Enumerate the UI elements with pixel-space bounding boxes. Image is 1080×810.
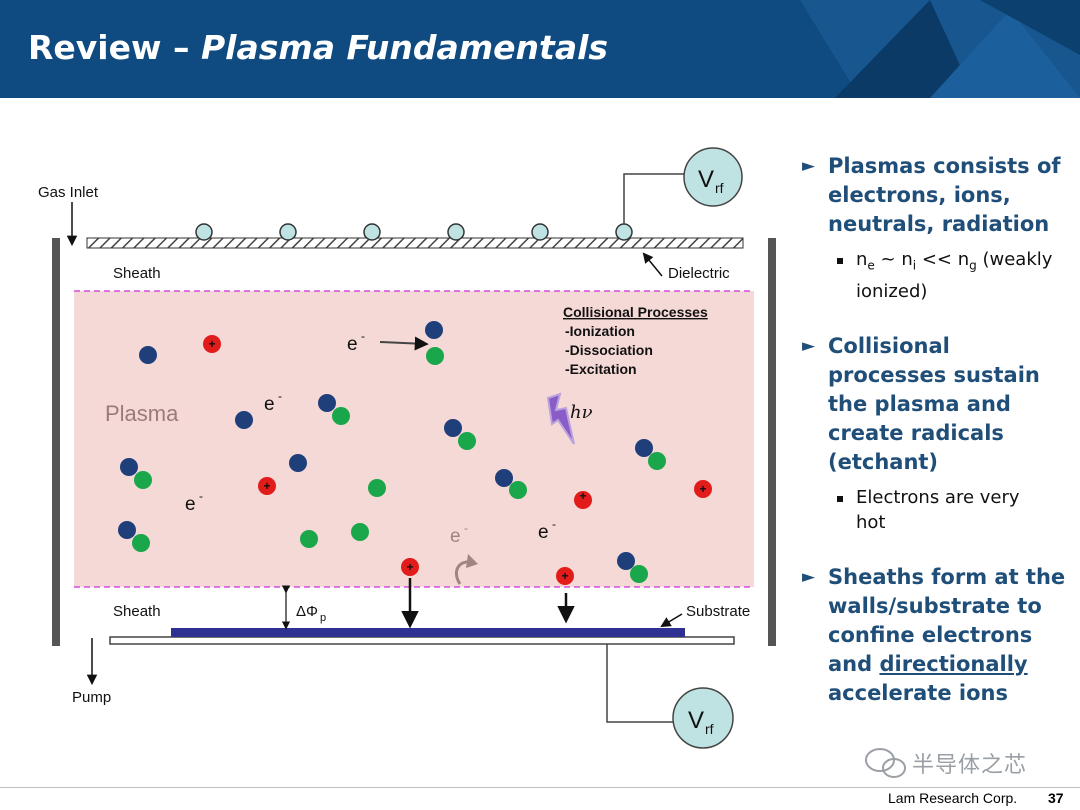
neutral-balls (300, 479, 386, 548)
substrate-plate (171, 628, 685, 637)
electron-label: e (264, 394, 275, 415)
svg-text:-: - (278, 389, 282, 403)
left-wall (52, 238, 60, 646)
hv-label: hν (570, 402, 593, 423)
substrate-label: Substrate (686, 603, 750, 620)
sub-bullet-weakly-ionized: ne ~ ni << ng (weakly ionized) (802, 247, 1072, 304)
pump-label: Pump (72, 689, 111, 706)
bullet-arrow-icon: ► (802, 566, 816, 587)
svg-text:rf: rf (715, 180, 724, 196)
collisional-item: -Ionization (565, 323, 635, 339)
svg-text:p: p (320, 612, 326, 624)
svg-text:-: - (361, 329, 365, 343)
watermark-text: 半导体之芯 (912, 753, 1028, 778)
svg-text:+: + (263, 479, 270, 493)
svg-text:+: + (699, 482, 706, 496)
collisional-item: -Excitation (565, 361, 637, 377)
plasma-region (74, 291, 754, 587)
page-number: 37 (1048, 790, 1064, 806)
vrf-source-bottom (672, 687, 734, 749)
svg-text:-: - (552, 517, 556, 531)
bullet-list: ► Plasmas consists of electrons, ions, n… (802, 152, 1072, 708)
dielectric-label: Dielectric (668, 265, 730, 282)
collisional-item: -Dissociation (565, 342, 653, 358)
footer-divider (0, 787, 1080, 788)
footer-company: Lam Research Corp. (888, 790, 1018, 806)
bullet-plasmas: ► Plasmas consists of electrons, ions, n… (802, 154, 1061, 236)
square-bullet-icon (837, 495, 843, 502)
sheath-bottom-label: Sheath (113, 603, 161, 620)
svg-text:+: + (406, 560, 413, 574)
dielectric-plate (86, 237, 744, 249)
svg-text:V: V (688, 707, 704, 734)
wechat-icon (865, 748, 906, 778)
electron-label: e (538, 522, 549, 543)
electrode-base (109, 636, 735, 645)
bullet-sheaths: ► Sheaths form at the walls/substrate to… (802, 564, 1066, 705)
slide-title: Review – Plasma Fundamentals (28, 28, 609, 67)
svg-text:-: - (464, 521, 468, 535)
vrf-source-top (683, 147, 743, 207)
electron-label: e (347, 334, 358, 355)
svg-text:+: + (579, 489, 586, 503)
electron-label: e (185, 494, 196, 515)
bullet-arrow-icon: ► (802, 156, 816, 176)
svg-text:-: - (199, 489, 203, 503)
sheath-top-label: Sheath (113, 265, 161, 282)
plasma-label: Plasma (105, 401, 179, 426)
gas-inlet-label: Gas Inlet (38, 184, 99, 201)
slide-header: Review – Plasma Fundamentals (0, 0, 1080, 98)
molecule-pairs (118, 321, 666, 583)
svg-text:+: + (561, 569, 568, 583)
svg-text:V: V (698, 166, 714, 193)
bullet-collisional: ► Collisional processes sustain the plas… (802, 333, 1040, 474)
electron-label-reflected: e (450, 526, 461, 547)
square-bullet-icon (837, 258, 843, 264)
ion-balls (203, 335, 712, 585)
bullet-arrow-icon: ► (802, 335, 816, 356)
sub-bullet-electrons-hot: Electrons are very hot (802, 485, 1072, 535)
svg-text:rf: rf (705, 721, 714, 737)
photon-icon (546, 392, 575, 445)
collisional-title: Collisional Processes (563, 304, 708, 320)
header-decoration (800, 0, 1080, 98)
electron-balls (139, 346, 307, 472)
delta-phi-label: ΔΦ (296, 603, 318, 620)
svg-text:+: + (208, 337, 215, 351)
plasma-chamber-diagram: V rf V rf Gas Inlet Sheath Dielectric Pl… (38, 147, 776, 749)
right-wall (768, 238, 776, 646)
